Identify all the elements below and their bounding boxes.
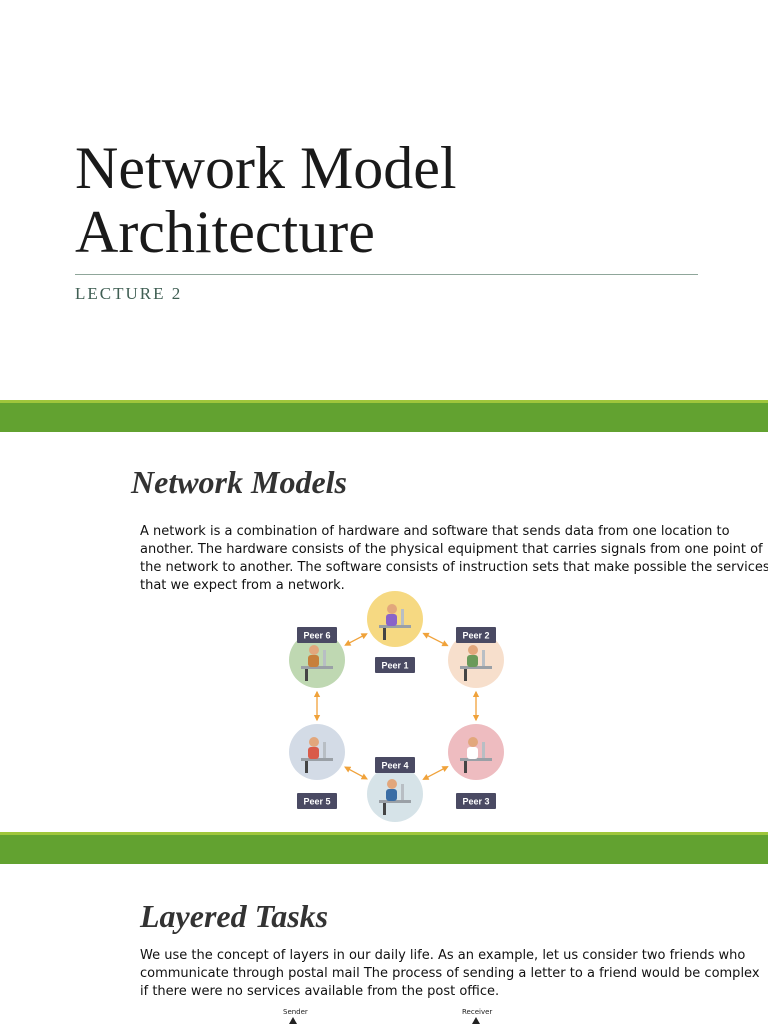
peer-label: Peer 1 xyxy=(381,661,408,671)
connection-arrow xyxy=(344,633,368,646)
peer-node xyxy=(448,632,504,688)
person-head-icon xyxy=(468,737,478,747)
peer-node xyxy=(367,591,423,647)
person-body-icon xyxy=(308,655,319,667)
person-body-icon xyxy=(308,747,319,759)
peer-tag: Peer 5 xyxy=(297,793,337,809)
receiver-arrow-icon xyxy=(472,1017,480,1024)
desk-icon xyxy=(460,758,492,761)
person-head-icon xyxy=(309,645,319,655)
peer-node xyxy=(448,724,504,780)
page-title: Network Model Architecture xyxy=(75,136,715,264)
receiver-label: Receiver xyxy=(462,1008,493,1016)
peer-label: Peer 4 xyxy=(381,761,408,771)
separator-highlight xyxy=(0,400,768,403)
peer-tag: Peer 4 xyxy=(375,757,415,773)
person-body-icon xyxy=(467,747,478,759)
desk-icon xyxy=(379,800,411,803)
person-head-icon xyxy=(387,604,397,614)
connection-arrow xyxy=(344,766,368,780)
desk-icon xyxy=(301,666,333,669)
sender-arrow-icon xyxy=(289,1017,297,1024)
connection-arrow xyxy=(422,632,449,647)
title-slide: Network Model Architecture LECTURE 2 xyxy=(0,0,768,400)
connection-arrow xyxy=(422,766,449,780)
peer-label: Peer 6 xyxy=(303,631,330,641)
person-body-icon xyxy=(386,614,397,626)
desk-icon xyxy=(460,666,492,669)
subtitle: LECTURE 2 xyxy=(75,284,183,303)
chair-icon xyxy=(383,628,386,640)
peer-tag: Peer 2 xyxy=(456,627,496,643)
chair-icon xyxy=(305,761,308,773)
slide-paragraph: A network is a combination of hardware a… xyxy=(140,524,768,593)
peer-label: Peer 3 xyxy=(462,797,489,807)
person-head-icon xyxy=(387,779,397,789)
peer-connection-arrows xyxy=(313,632,480,780)
peer-node xyxy=(367,766,423,822)
monitor-icon xyxy=(401,784,404,800)
person-body-icon xyxy=(386,789,397,801)
separator-highlight-2 xyxy=(0,832,768,835)
title-line-2: Architecture xyxy=(75,199,375,265)
desk-icon xyxy=(379,625,411,628)
peer-network-diagram: Peer 1 Peer 2 Peer 3 Peer 4 Peer 5 Peer 6 xyxy=(289,591,504,822)
title-divider xyxy=(75,274,698,275)
title-line-1: Network Model xyxy=(75,135,457,201)
slide-heading: Layered Tasks xyxy=(140,898,329,934)
monitor-icon xyxy=(323,650,326,666)
slide-separator-2 xyxy=(0,835,768,864)
peer-label: Peer 5 xyxy=(303,797,330,807)
monitor-icon xyxy=(482,742,485,758)
peer-tag: Peer 6 xyxy=(297,627,337,643)
chair-icon xyxy=(464,669,467,681)
monitor-icon xyxy=(323,742,326,758)
slide-heading: Network Models xyxy=(131,464,347,500)
slide-separator xyxy=(0,403,768,432)
network-models-slide: Network Models A network is a combinatio… xyxy=(0,432,768,832)
person-body-icon xyxy=(467,655,478,667)
peer-node xyxy=(289,724,345,780)
peer-tag: Peer 1 xyxy=(375,657,415,673)
peer-node xyxy=(289,632,345,688)
slide-paragraph: We use the concept of layers in our dail… xyxy=(140,948,760,999)
person-head-icon xyxy=(309,737,319,747)
layered-tasks-slide: Layered Tasks We use the concept of laye… xyxy=(0,864,768,1024)
monitor-icon xyxy=(482,650,485,666)
sender-label: Sender xyxy=(283,1008,308,1016)
chair-icon xyxy=(464,761,467,773)
peer-label: Peer 2 xyxy=(462,631,489,641)
person-head-icon xyxy=(468,645,478,655)
desk-icon xyxy=(301,758,333,761)
monitor-icon xyxy=(401,609,404,625)
chair-icon xyxy=(305,669,308,681)
peer-tag: Peer 3 xyxy=(456,793,496,809)
chair-icon xyxy=(383,803,386,815)
